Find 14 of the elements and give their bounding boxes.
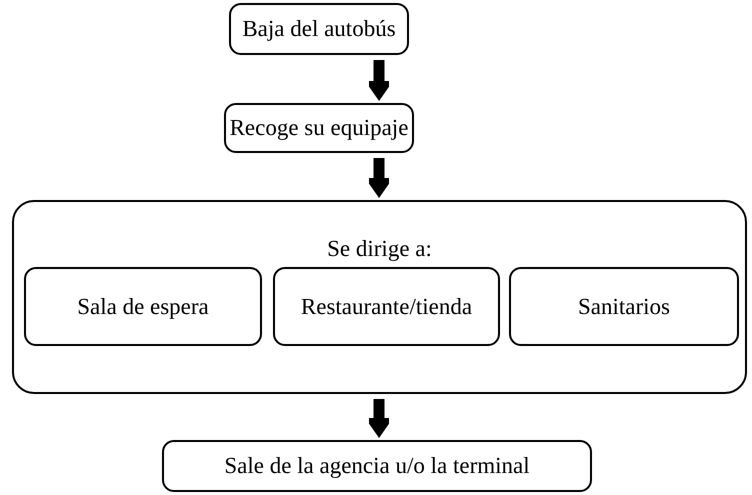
process-box [224,103,414,153]
step-label: Baja del autobús [242,16,396,42]
step-label: Sale de la agencia u/o la terminal [224,453,530,479]
step-label: Recoge su equipaje [230,115,408,141]
process-box [509,267,739,346]
step-label: Restaurante/tienda [300,294,472,320]
process-box [162,440,592,492]
process-box [24,267,262,346]
group-box [12,200,747,394]
group-heading: Se dirige a: [327,236,432,261]
process-box [229,3,409,55]
step-label: Sala de espera [77,294,209,320]
step-label: Sanitarios [578,294,670,320]
process-box [273,267,500,346]
